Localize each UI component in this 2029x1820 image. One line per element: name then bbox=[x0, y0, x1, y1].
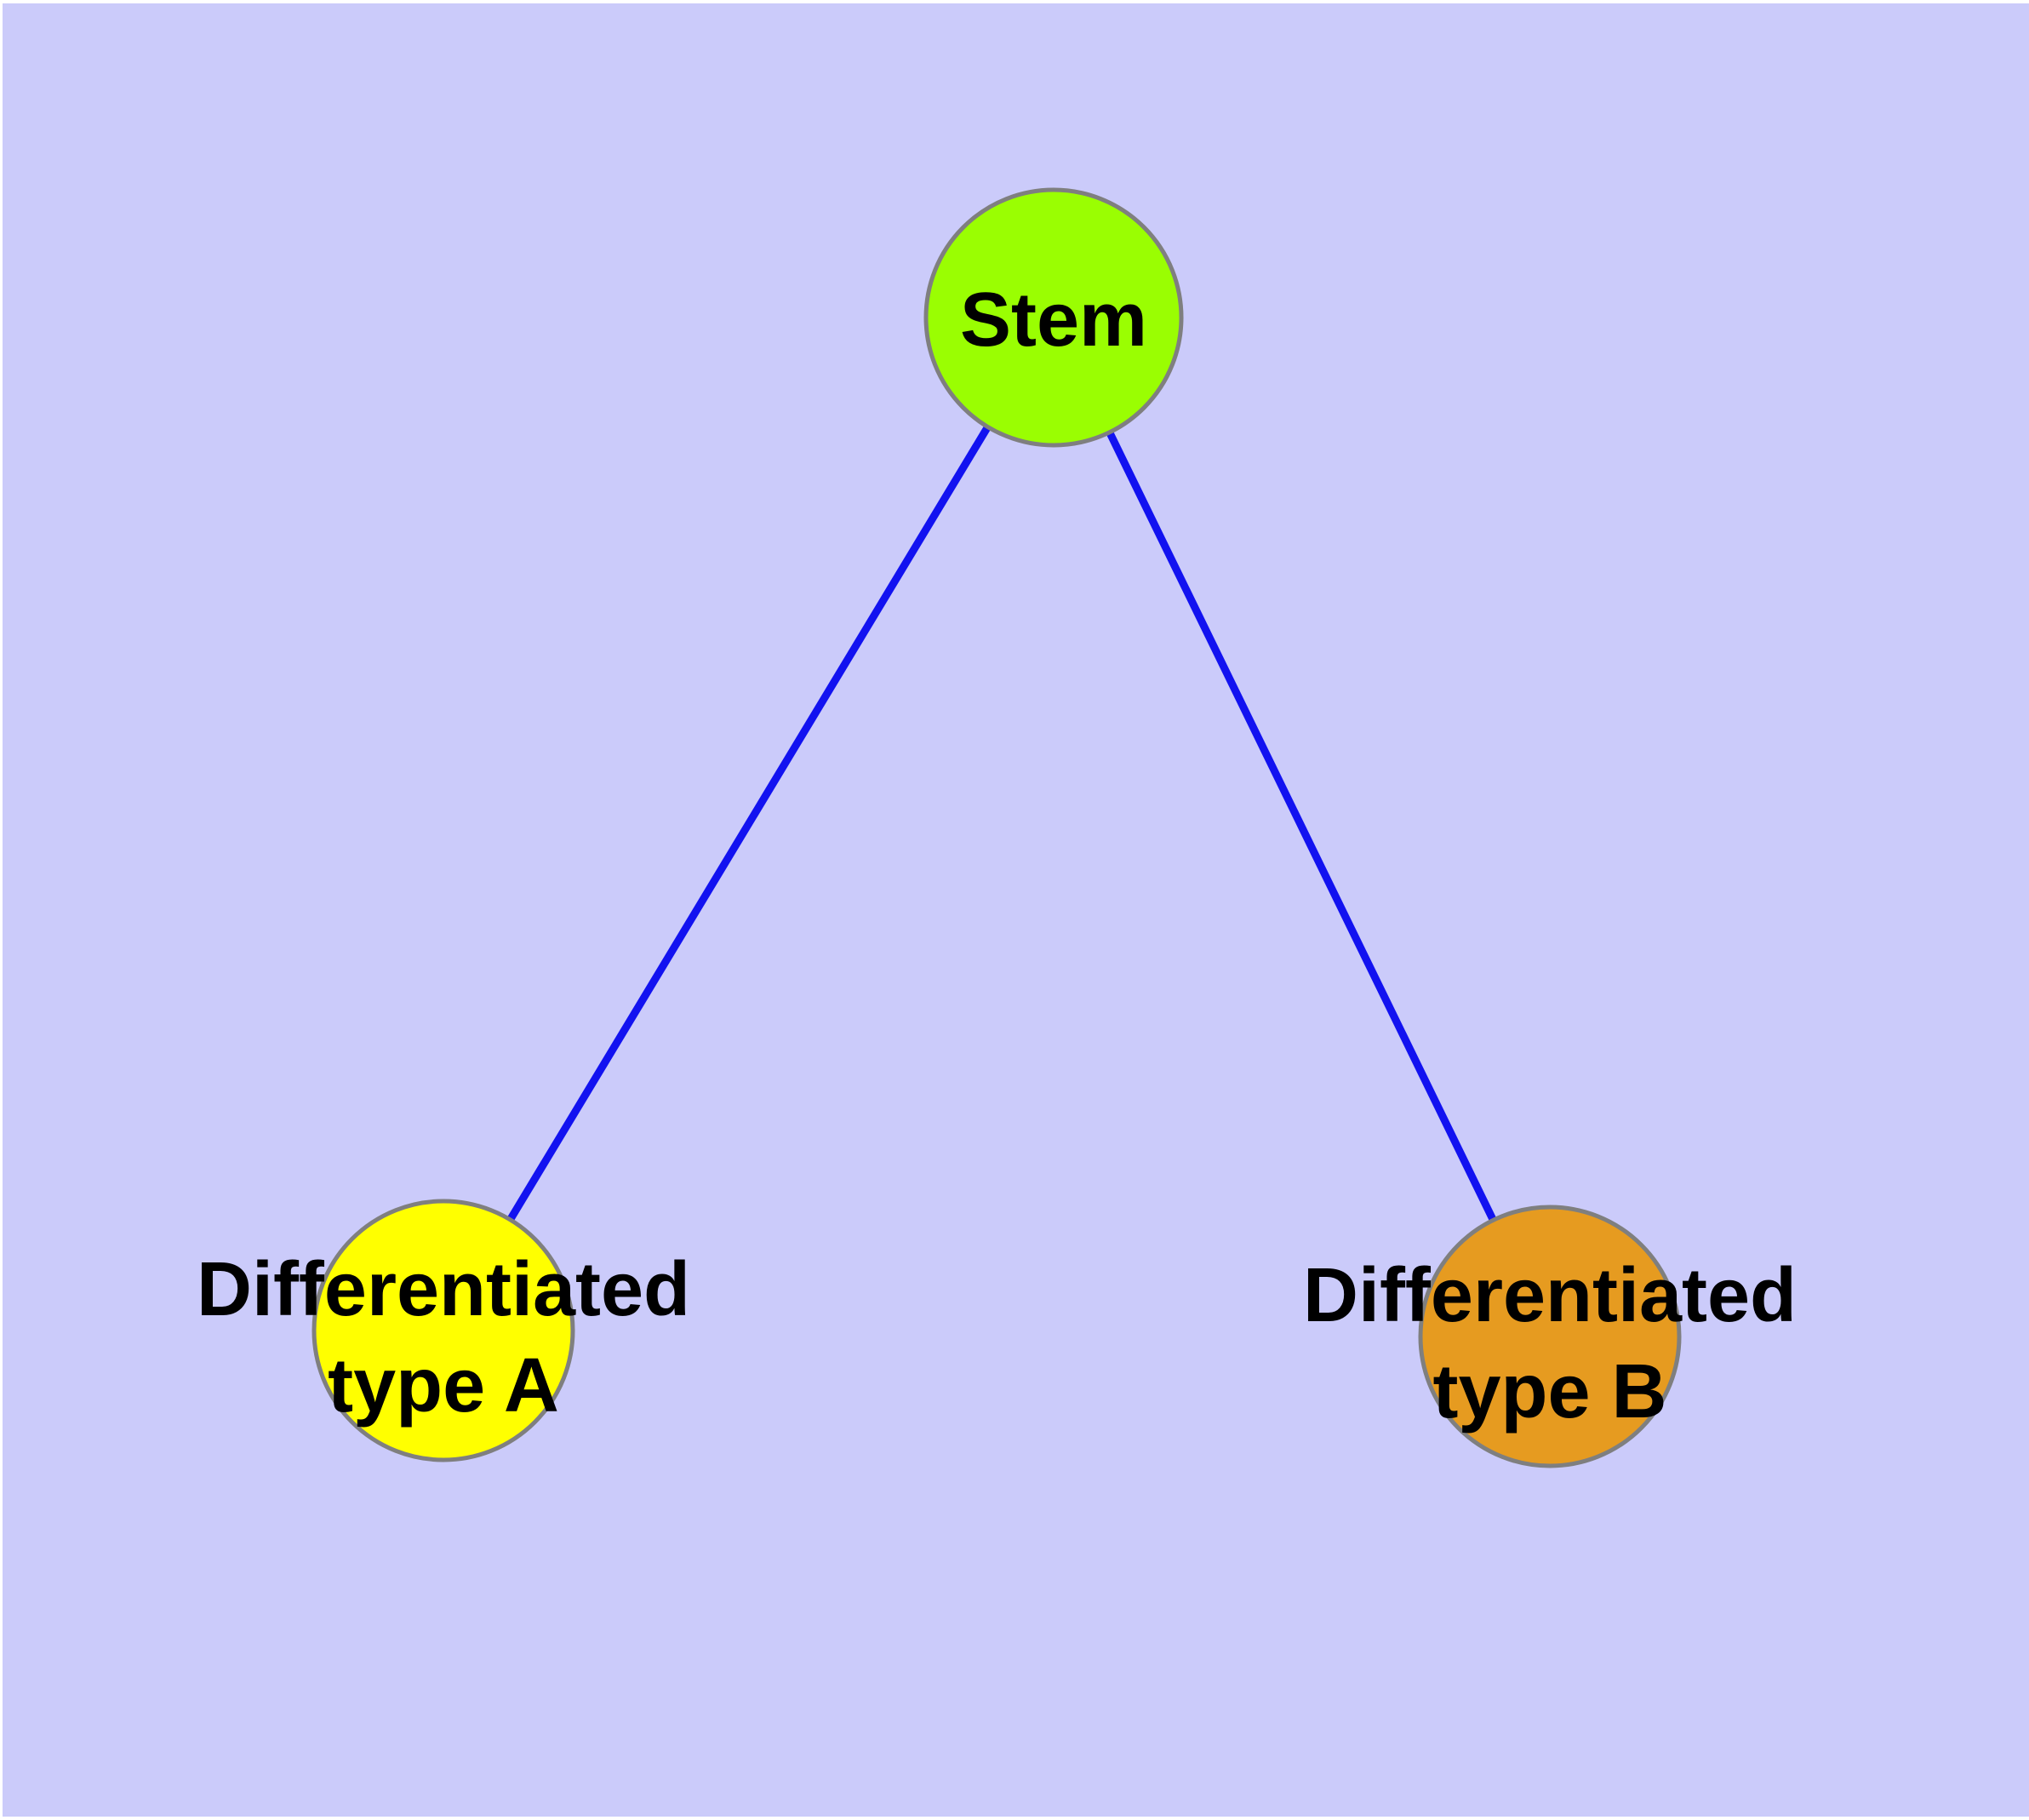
edges-layer bbox=[440, 315, 1554, 1338]
node-differentiated-type-b-label: Differentiated type B bbox=[1303, 1253, 1797, 1434]
node-stem-label: Stem bbox=[960, 278, 1147, 363]
node-differentiated-type-a-label: Differentiated type A bbox=[197, 1247, 690, 1428]
node-differentiated-type-a-label-line1: Differentiated bbox=[197, 1247, 690, 1332]
node-stem-circle bbox=[923, 187, 1184, 448]
edge-stem-to-differentiated-type-b bbox=[1049, 316, 1554, 1338]
node-differentiated-type-b: Differentiated type B bbox=[1303, 1205, 1797, 1468]
node-differentiated-type-a-circle bbox=[311, 1199, 575, 1462]
node-stem: Stem bbox=[923, 187, 1184, 448]
node-differentiated-type-b-label-line1: Differentiated bbox=[1303, 1253, 1797, 1338]
node-differentiated-type-a-label-line2: type A bbox=[328, 1343, 559, 1428]
node-differentiated-type-a: Differentiated type A bbox=[197, 1199, 690, 1462]
node-stem-label-line1: Stem bbox=[960, 278, 1147, 363]
node-differentiated-type-b-circle bbox=[1418, 1205, 1682, 1468]
edge-stem-to-differentiated-type-a bbox=[440, 315, 1057, 1333]
node-differentiated-type-b-label-line2: type B bbox=[1432, 1349, 1666, 1434]
